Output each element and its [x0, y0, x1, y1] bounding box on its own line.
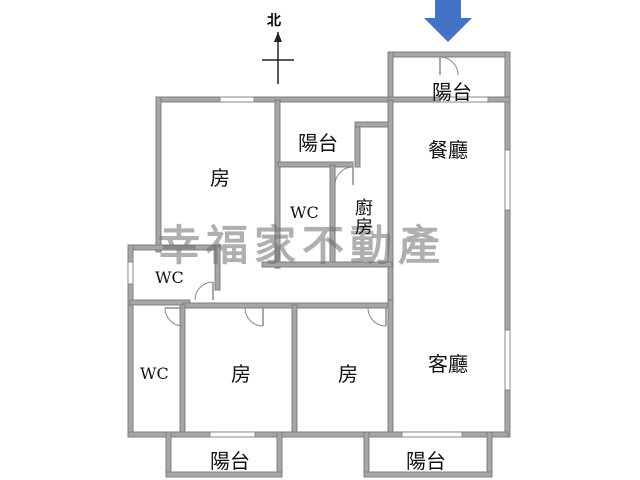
doors: [164, 56, 459, 327]
room-bedroom-s1: 房: [231, 362, 251, 386]
room-kitchen: 廚房: [352, 198, 373, 236]
watermark: 幸福家不動產: [158, 221, 447, 270]
north-compass-icon: [262, 32, 294, 84]
room-balcony-inner: 陽台: [298, 131, 338, 155]
room-balcony-top: 陽台: [432, 80, 472, 104]
room-balcony-se: 陽台: [406, 449, 446, 473]
entrance-arrow-icon: [424, 0, 472, 42]
north-label: 北: [267, 13, 281, 29]
windows: [127, 96, 511, 438]
room-wc-sw: WC: [140, 364, 169, 383]
room-wc-center: WC: [290, 203, 319, 222]
room-balcony-sw: 陽台: [210, 449, 250, 473]
room-bedroom-nw: 房: [210, 166, 230, 190]
room-dining: 餐廳: [428, 138, 468, 162]
room-living: 客廳: [428, 352, 468, 376]
room-wc-west: WC: [155, 268, 184, 287]
room-bedroom-s2: 房: [338, 362, 358, 386]
